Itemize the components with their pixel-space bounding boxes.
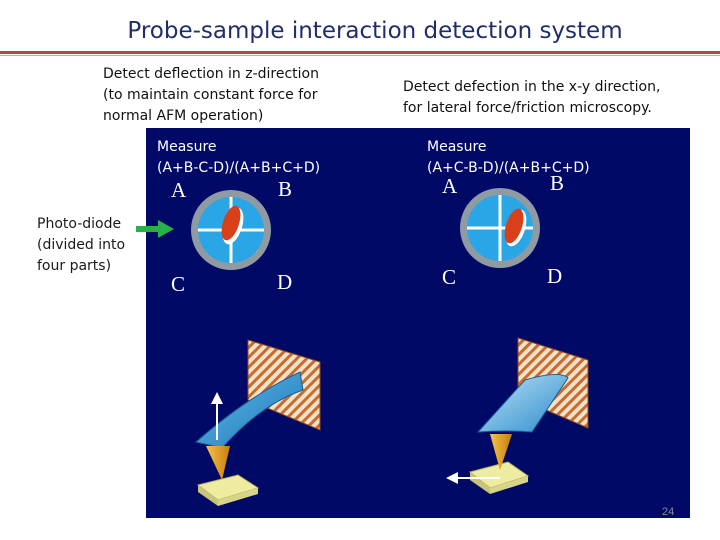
right-heading-line: for lateral force/friction microscopy. <box>403 100 652 116</box>
slide-title: Probe-sample interaction detection syste… <box>127 18 623 44</box>
photodiode-right <box>460 188 540 268</box>
title-rule-thin <box>0 55 720 56</box>
quadrant-label-a: A <box>171 178 187 202</box>
quadrant-label-c: C <box>171 272 186 296</box>
photodiode-label-line: Photo-diode <box>37 216 122 232</box>
cantilever-beam-left <box>194 371 304 449</box>
left-heading-line: Detect deflection in z-direction <box>103 66 319 82</box>
photodiode-label: Photo-diode (divided into four parts) <box>37 214 125 277</box>
cantilever-left <box>194 339 321 506</box>
photodiode-label-line: four parts) <box>37 258 112 274</box>
right-measure: Measure (A+C-B-D)/(A+B+C+D) <box>427 137 590 179</box>
page-number: 24 <box>662 506 675 518</box>
left-measure: Measure (A+B-C-D)/(A+B+C+D) <box>157 137 320 179</box>
quadrant-label-d: D <box>547 264 563 288</box>
tip-right <box>490 434 512 470</box>
quadrant-label-d: D <box>277 270 293 294</box>
quadrant-label-b: B <box>278 177 293 201</box>
right-measure-line: Measure <box>427 139 487 155</box>
right-heading: Detect defection in the x-y direction, f… <box>403 77 660 119</box>
photodiode-arrow <box>136 220 174 238</box>
right-measure-line: (A+C-B-D)/(A+B+C+D) <box>427 160 590 176</box>
left-measure-line: Measure <box>157 139 217 155</box>
cantilever-beam-right <box>476 374 569 433</box>
right-heading-line: Detect defection in the x-y direction, <box>403 79 661 95</box>
cantilever-right <box>446 337 589 494</box>
left-heading-line: (to maintain constant force for <box>103 87 318 103</box>
quadrant-label-b: B <box>550 171 565 195</box>
left-measure-line: (A+B-C-D)/(A+B+C+D) <box>157 160 321 176</box>
quadrant-label-a: A <box>442 174 458 198</box>
quadrant-label-c: C <box>442 265 457 289</box>
photodiode-label-line: (divided into <box>37 237 126 253</box>
left-heading-line: normal AFM operation) <box>103 108 264 124</box>
laser-spot-left <box>221 205 241 241</box>
left-heading: Detect deflection in z-direction (to mai… <box>103 64 319 127</box>
title-rule <box>0 51 720 54</box>
tip-left <box>206 446 230 480</box>
photodiode-left <box>191 190 271 270</box>
laser-spot-right <box>504 208 524 244</box>
